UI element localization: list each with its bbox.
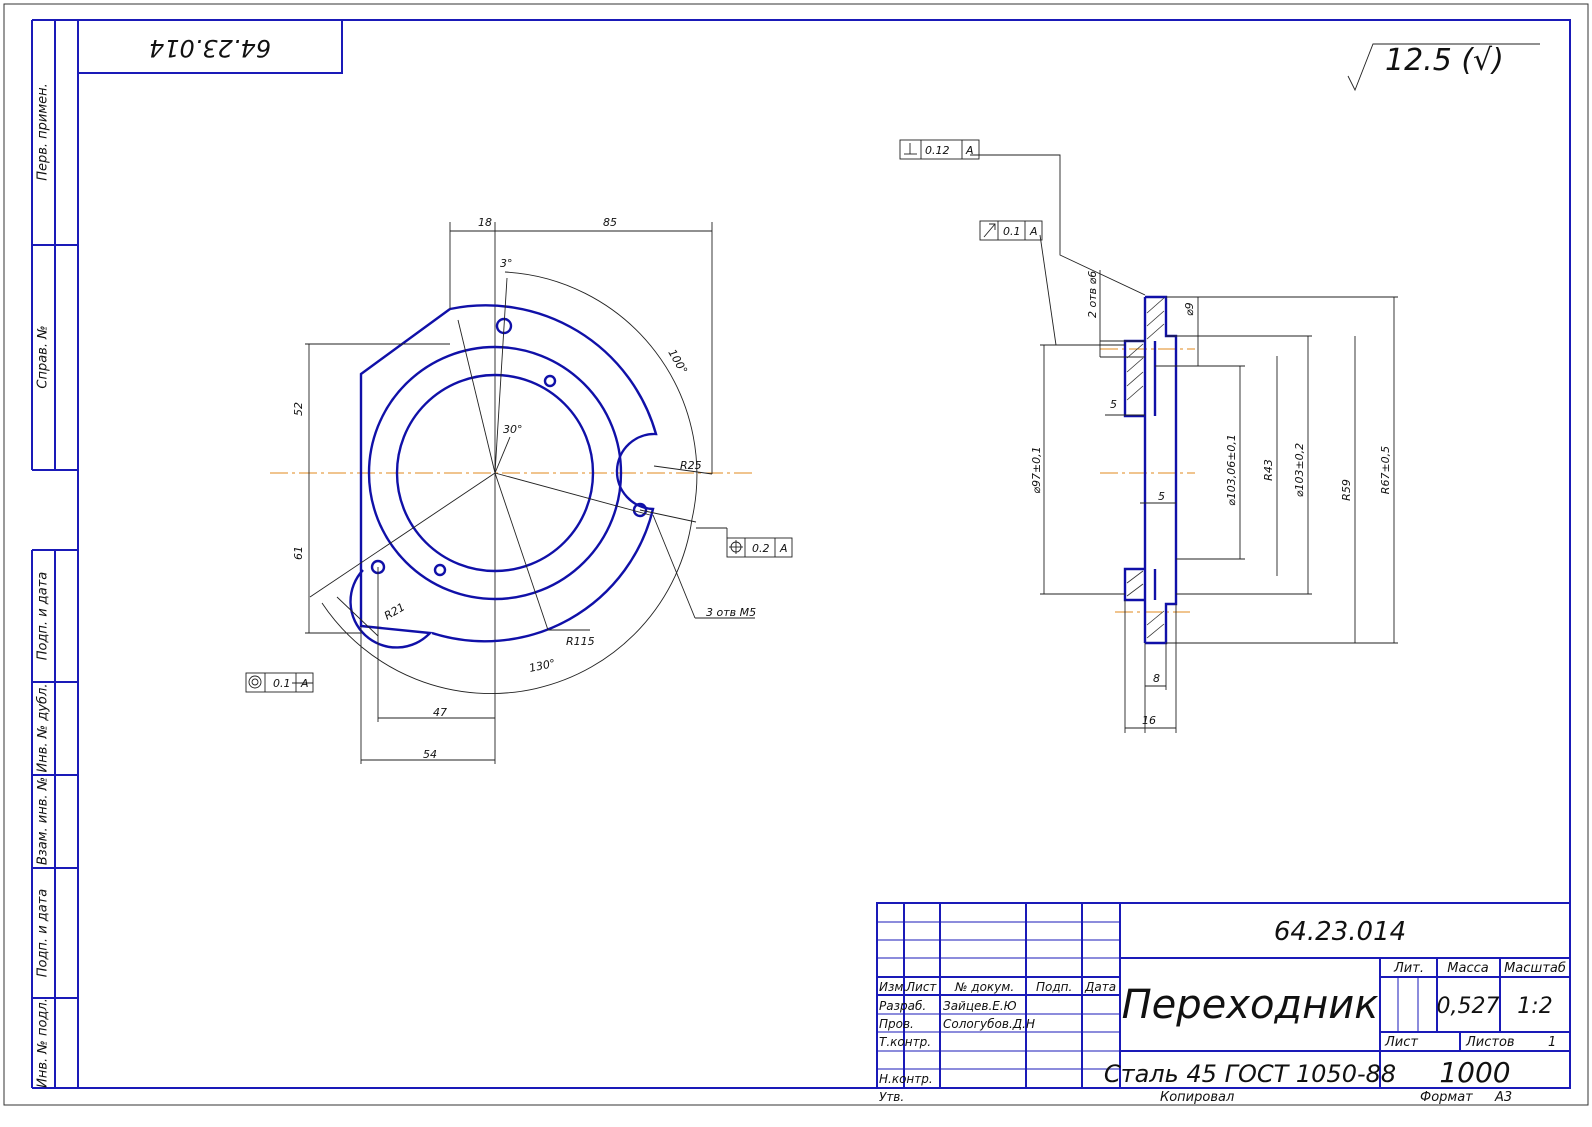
dim-3deg: 3° — [500, 257, 513, 270]
title-block — [876, 902, 1571, 1089]
tol-frame-perpendicularity — [899, 139, 980, 160]
side-label-inv-dubl: Инв. № дубл. — [36, 684, 51, 773]
col-podp: Подп. — [1036, 980, 1072, 994]
part-left-edge — [349, 308, 451, 649]
tol-frame-position — [696, 527, 793, 558]
dim-130deg: 130° — [528, 657, 557, 675]
hole-right — [632, 502, 648, 518]
part-boss-circle — [367, 345, 623, 601]
side-label-podp-data-2: Подп. и дата — [36, 889, 51, 978]
row-tkontr-label: Т.контр. — [879, 1035, 931, 1049]
side-label-inv-podl: Инв. № подл. — [36, 998, 51, 1088]
dim-52: 52 — [292, 402, 305, 416]
threaded-hole-1 — [543, 374, 557, 388]
dim-61: 61 — [292, 546, 305, 560]
lit-label: Лит. — [1393, 961, 1424, 976]
title-material: Сталь 45 ГОСТ 1050-88 — [1104, 1060, 1396, 1088]
perpendicularity-symbol-icon — [904, 143, 917, 155]
roughness-sign-icon — [1347, 43, 1540, 92]
top-stamp-box — [77, 19, 343, 74]
dim-54: 54 — [423, 748, 437, 761]
part-outer-contour — [431, 304, 658, 643]
row-razrab-name: Зайцев.Е.Ю — [943, 999, 1017, 1013]
row-razrab-label: Разраб. — [879, 999, 926, 1013]
dim-r115: R115 — [566, 635, 595, 648]
org-code: 1000 — [1439, 1056, 1510, 1089]
col-dokum: № докум. — [954, 980, 1014, 994]
tol-concentricity-value: 0.1 — [273, 677, 291, 690]
concentricity-symbol-icon — [248, 675, 262, 689]
section-hatch — [1126, 297, 1165, 639]
format-value: А3 — [1494, 1090, 1512, 1105]
threaded-hole-2 — [433, 563, 447, 577]
dim-r59: R59 — [1340, 479, 1353, 501]
tol-perpendicularity-value: 0.12 — [925, 144, 950, 157]
side-columns — [31, 19, 78, 1089]
tol-runout-datum: A — [1029, 225, 1038, 238]
position-symbol-icon — [729, 540, 743, 554]
title-code: 64.23.014 — [1274, 917, 1406, 947]
dim-holes-d6: 2 отв ⌀6 — [1086, 271, 1099, 318]
dim-8: 8 — [1153, 672, 1160, 685]
sheet-outer-border — [3, 3, 1589, 1106]
dim-30deg: 30° — [503, 423, 523, 436]
row-utv-label: Утв. — [879, 1090, 904, 1104]
dim-d9: ⌀9 — [1183, 302, 1196, 316]
side-label-perv-primen: Перв. примен. — [36, 83, 51, 181]
tol-perpendicularity-datum: A — [965, 144, 974, 157]
dim-r43: R43 — [1262, 459, 1275, 481]
tol-position-datum: A — [779, 542, 788, 555]
side-label-sprav: Справ. № — [36, 325, 51, 388]
listov-label: Листов — [1465, 1035, 1515, 1050]
plan-view — [270, 222, 755, 764]
col-list: Лист — [905, 980, 937, 994]
listov-value: 1 — [1548, 1035, 1556, 1050]
arc-100deg — [504, 271, 698, 520]
massa-label: Масса — [1447, 961, 1488, 976]
masshtab-label: Масштаб — [1504, 961, 1566, 976]
side-label-vzam-inv: Взам. инв. № — [36, 777, 51, 865]
dim-5-mid: 5 — [1158, 490, 1165, 503]
dim-r25: R25 — [680, 459, 702, 472]
dim-85: 85 — [603, 216, 617, 229]
dim-5-top: 5 — [1110, 398, 1117, 411]
dim-r21: R21 — [382, 601, 407, 623]
kopiroval-label: Копировал — [1160, 1090, 1234, 1105]
massa-value: 0,527 — [1437, 994, 1500, 1019]
masshtab-value: 1:2 — [1517, 994, 1552, 1019]
list-label: Лист — [1384, 1035, 1418, 1050]
tol-position-value: 0.2 — [752, 542, 770, 555]
section-view — [970, 154, 1398, 733]
row-nkontr-label: Н.контр. — [879, 1072, 933, 1086]
dim-18: 18 — [478, 216, 492, 229]
dim-47: 47 — [433, 706, 447, 719]
row-prov-label: Пров. — [879, 1017, 914, 1031]
roughness-value: 12.5 (√) — [1385, 43, 1504, 78]
dim-d97: ⌀97±0,1 — [1030, 446, 1043, 493]
tol-frame-runout — [979, 220, 1043, 241]
note-holes-m5: 3 отв М5 — [706, 606, 756, 619]
dim-d103-06: ⌀103,06±0,1 — [1225, 434, 1238, 506]
col-data: Дата — [1084, 980, 1116, 994]
tol-concentricity-datum: A — [300, 677, 309, 690]
title-name: Переходник — [1122, 982, 1379, 1028]
top-stamp-code: 64.23.014 — [149, 34, 271, 62]
row-prov-name: Сологубов.Д.Н — [943, 1017, 1035, 1031]
side-label-podp-data-1: Подп. и дата — [36, 572, 51, 661]
format-label: Формат — [1420, 1090, 1473, 1105]
arc-130deg — [321, 518, 693, 694]
dim-r67: R67±0,5 — [1379, 446, 1392, 494]
part-bore-circle — [395, 373, 595, 573]
tol-frame-concentricity — [245, 672, 314, 693]
dim-16: 16 — [1142, 714, 1156, 727]
runout-arrow-icon — [983, 223, 996, 238]
dim-d103: ⌀103±0,2 — [1293, 443, 1306, 497]
col-izm: Изм. — [879, 980, 907, 994]
drawing-frame — [77, 19, 1571, 1089]
tol-runout-value: 0.1 — [1003, 225, 1021, 238]
